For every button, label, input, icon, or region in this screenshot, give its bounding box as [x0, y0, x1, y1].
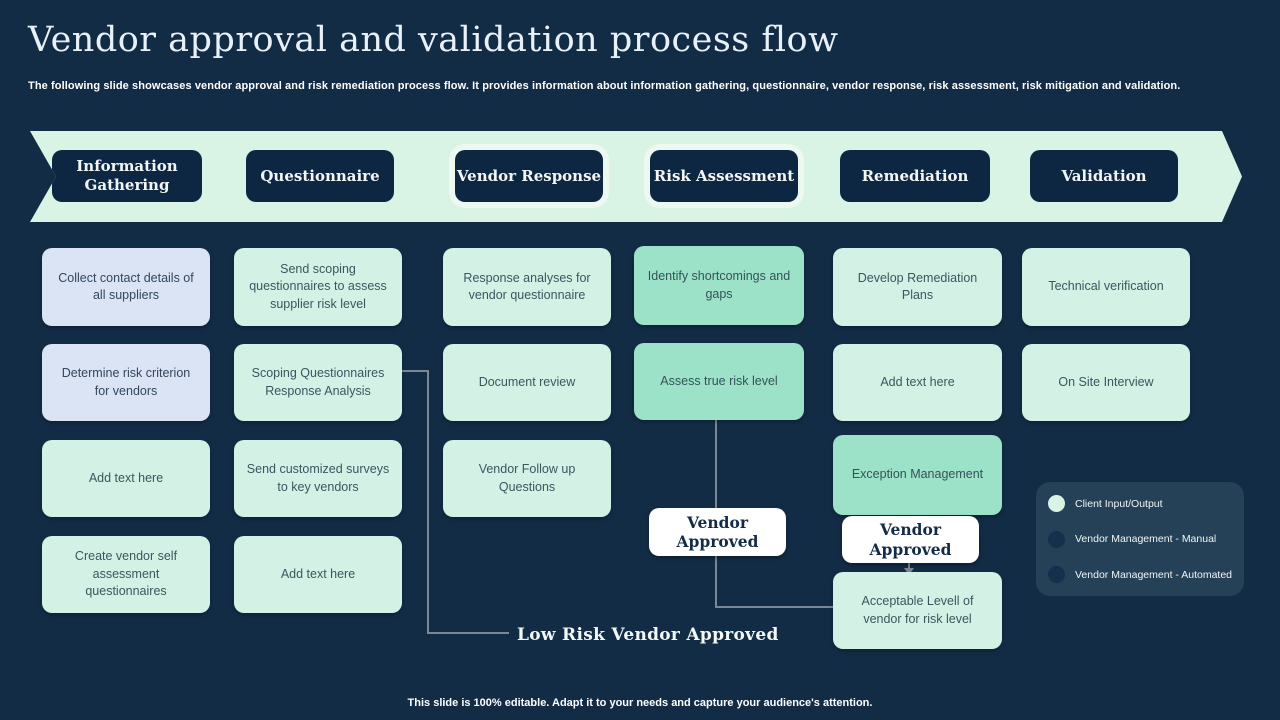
box-text: Create vendor self assessment questionna…: [74, 549, 178, 599]
connector-low-risk-horizontal: [427, 632, 509, 634]
box-on-site-interview: On Site Interview: [1022, 344, 1190, 421]
stage-label: Questionnaire: [260, 166, 380, 185]
footer-note: This slide is 100% editable. Adapt it to…: [407, 697, 873, 709]
vendor-approved-risk-assessment: Vendor Approved: [649, 508, 786, 556]
box-vendor-follow-up: Vendor Follow up Questions: [443, 440, 611, 517]
approved-label: Vendor Approved: [676, 512, 759, 551]
box-send-customized-surveys: Send customized surveys to key vendors: [234, 440, 402, 517]
stage-validation: Validation: [1030, 150, 1178, 202]
box-add-text-col2: Add text here: [234, 536, 402, 613]
legend-item-automated: Vendor Management - Automated: [1048, 566, 1232, 583]
box-response-analyses: Response analyses for vendor questionnai…: [443, 248, 611, 326]
box-text: Send customized surveys to key vendors: [246, 462, 390, 494]
box-determine-risk-criterion: Determine risk criterion for vendors: [42, 344, 210, 421]
box-add-text-col5: Add text here: [833, 344, 1002, 421]
box-document-review: Document review: [443, 344, 611, 421]
box-develop-remediation-plans: Develop Remediation Plans: [833, 248, 1002, 326]
legend-swatch-automated: [1048, 566, 1065, 583]
box-scoping-response-analysis: Scoping Questionnaires Response Analysis: [234, 344, 402, 421]
box-text: Scoping Questionnaires Response Analysis: [251, 366, 385, 398]
box-text: Add text here: [280, 566, 356, 581]
connector-low-risk-vertical: [427, 370, 429, 634]
box-add-text-col1: Add text here: [42, 440, 210, 517]
box-text: Add text here: [88, 470, 164, 485]
slide-subtitle: The following slide showcases vendor app…: [28, 80, 1181, 92]
box-text: On Site Interview: [1058, 374, 1154, 389]
low-risk-vendor-approved-label: Low Risk Vendor Approved: [517, 625, 779, 645]
legend-item-manual: Vendor Management - Manual: [1048, 530, 1232, 548]
box-text: Response analyses for vendor questionnai…: [463, 270, 591, 303]
box-acceptable-level: Acceptable Levell of vendor for risk lev…: [833, 572, 1002, 649]
connector-assess-to-acceptable: [715, 606, 833, 608]
stage-remediation: Remediation: [840, 150, 990, 202]
page-title: Vendor approval and validation process f…: [28, 20, 839, 60]
box-text: Document review: [478, 374, 576, 389]
legend-swatch-client-io: [1048, 495, 1065, 512]
box-text: Add text here: [880, 374, 955, 389]
stage-label: Remediation: [861, 166, 969, 185]
box-identify-shortcomings: Identify shortcomings and gaps: [634, 246, 804, 325]
box-text: Acceptable Levell of vendor for risk lev…: [861, 594, 974, 626]
box-technical-verification: Technical verification: [1022, 248, 1190, 326]
stage-label: Validation: [1061, 166, 1147, 185]
box-text: Technical verification: [1048, 279, 1164, 294]
legend-swatch-manual: [1048, 530, 1065, 548]
box-text: Send scoping questionnaires to assess su…: [249, 261, 387, 311]
box-text: Collect contact details of all suppliers: [58, 270, 194, 303]
stage-label: Vendor Response: [456, 166, 602, 185]
stage-vendor-response: Vendor Response: [455, 150, 603, 202]
connector-approved-to-acceptable: [908, 560, 910, 569]
legend-panel: Client Input/Output Vendor Management - …: [1036, 482, 1244, 596]
legend-label: Vendor Management - Manual: [1075, 533, 1217, 545]
connector-scoping-out: [401, 370, 428, 372]
box-text: Vendor Follow up Questions: [478, 462, 576, 494]
box-text: Exception Management: [851, 467, 984, 482]
vendor-approved-remediation: Vendor Approved: [842, 516, 979, 563]
box-text: Assess true risk level: [660, 373, 778, 388]
box-text: Determine risk criterion for vendors: [61, 366, 191, 398]
legend-item-client-io: Client Input/Output: [1048, 495, 1232, 512]
stage-information-gathering: Information Gathering: [52, 150, 202, 202]
arrowhead-down-icon: [904, 568, 914, 575]
approved-label: Vendor Approved: [869, 520, 952, 559]
legend-label: Vendor Management - Automated: [1075, 568, 1233, 581]
box-text: Identify shortcomings and gaps: [647, 269, 791, 301]
stage-questionnaire: Questionnaire: [246, 150, 394, 202]
stage-risk-assessment: Risk Assessment: [650, 150, 798, 202]
box-create-vendor-self-assessment: Create vendor self assessment questionna…: [42, 536, 210, 613]
box-send-scoping-questionnaires: Send scoping questionnaires to assess su…: [234, 248, 402, 326]
box-collect-contact-details: Collect contact details of all suppliers: [42, 248, 210, 326]
process-arrow-band: Information Gathering Questionnaire Vend…: [30, 131, 1242, 222]
stage-label: Risk Assessment: [653, 166, 795, 185]
stage-label: Information Gathering: [76, 157, 178, 194]
box-text: Develop Remediation Plans: [857, 270, 978, 303]
box-assess-true-risk: Assess true risk level: [634, 343, 804, 420]
legend-label: Client Input/Output: [1075, 497, 1163, 510]
box-exception-management: Exception Management: [833, 435, 1002, 515]
